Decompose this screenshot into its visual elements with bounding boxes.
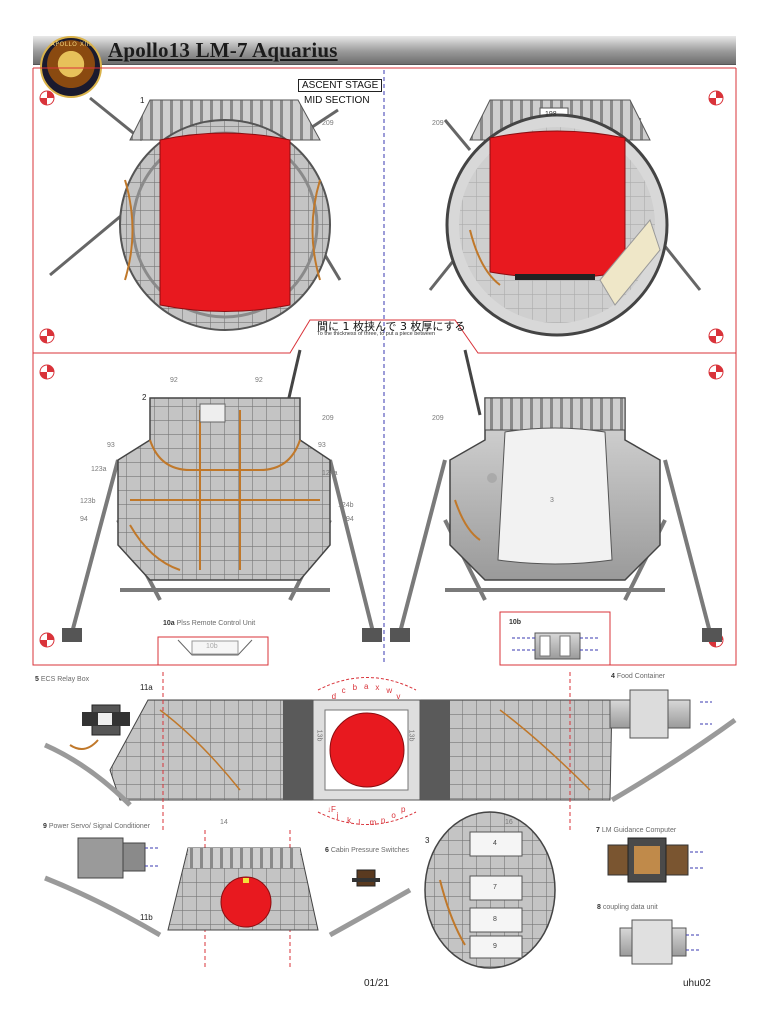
part-number-3: 3 xyxy=(425,836,430,845)
part-number-3: 3 xyxy=(550,497,554,504)
instruction-jp: 間に 1 枚挟んで 3 枚厚にする xyxy=(317,320,466,333)
part-11a-strip xyxy=(43,699,737,807)
tab-letter: p xyxy=(400,805,406,815)
part-3-ascent-stage-side-back xyxy=(390,349,722,642)
tab-letter: n xyxy=(380,815,386,825)
part-number-124b: 124b xyxy=(338,502,354,509)
part-number-11a: 11a xyxy=(140,683,153,692)
tab-letter: k xyxy=(347,815,352,825)
part-number-92: 92 xyxy=(170,377,178,384)
part-10b-label: 10b xyxy=(509,619,522,626)
part-number-14: 14 xyxy=(220,819,228,826)
part-number-92: 92 xyxy=(255,377,263,384)
part-3-oval-panel xyxy=(424,811,556,969)
cut-frame xyxy=(32,67,737,666)
part-number-2: 2 xyxy=(142,393,147,402)
header-bar xyxy=(33,36,736,65)
part-number-209: 209 xyxy=(432,415,444,422)
part-1-ascent-stage-back xyxy=(428,99,702,337)
part-number-1: 1 xyxy=(140,96,145,105)
doc-code: uhu02 xyxy=(683,978,711,989)
part-8-label: 8 coupling data unit xyxy=(597,904,658,911)
part-number-123b: 123b xyxy=(80,498,96,505)
part-11b-panel xyxy=(44,847,412,938)
part-number-123a: 123a xyxy=(91,466,107,473)
part-number-94: 94 xyxy=(80,516,88,523)
part-number-4: 4 xyxy=(493,840,497,847)
tab-arcs xyxy=(317,677,417,825)
part-number-11b: 11b xyxy=(140,913,153,922)
part-number-94: 94 xyxy=(346,516,354,523)
part-9-power-servo xyxy=(77,837,160,879)
part-number-209: 209 xyxy=(322,120,334,127)
part-number-7: 7 xyxy=(493,884,497,891)
part-5-label: 5 ECS Relay Box xyxy=(35,676,90,683)
part-10b xyxy=(512,632,600,660)
part-4-food-container xyxy=(609,689,712,739)
part-9-label: 9 Power Servo/ Signal Conditioner xyxy=(43,823,151,830)
part-number-198: 198 xyxy=(545,111,557,118)
part-number-16: 16 xyxy=(505,819,513,826)
part-6-label: 6 Cabin Pressure Switches xyxy=(325,847,410,854)
part-4-label: 4 Food Container xyxy=(611,673,666,680)
part-6-cabin-pressure-switches xyxy=(352,869,380,887)
part-number-209: 209 xyxy=(322,415,334,422)
part-number-124a: 124a xyxy=(322,470,338,477)
mid-section-label: MID SECTION xyxy=(304,95,370,106)
tab-letter: w xyxy=(386,686,393,696)
part-5-ecs-relay-box xyxy=(69,704,130,750)
part-2-ascent-stage-side xyxy=(62,349,382,642)
ascent-stage-label: ASCENT STAGE xyxy=(298,79,383,92)
part-number-209: 209 xyxy=(432,120,444,127)
part-10a xyxy=(177,639,253,656)
part-7-lm-guidance-computer xyxy=(607,837,705,883)
emblem-text: APOLLO XIII xyxy=(50,41,92,48)
tab-letter: a xyxy=(364,682,369,691)
part-number-93: 93 xyxy=(318,442,326,449)
part-number-93: 93 xyxy=(107,442,115,449)
page-number: 01/21 xyxy=(364,978,390,989)
part-number-9: 9 xyxy=(493,943,497,950)
tab-letter: l xyxy=(358,817,361,827)
tab-letter: b xyxy=(352,683,358,693)
tab-letter: d xyxy=(331,691,337,701)
tab-letter: x xyxy=(375,683,380,693)
tab-letter: ↓F xyxy=(327,805,336,815)
part-10a-tag: 10b xyxy=(206,643,218,650)
instruction-en: To the thickness of three, to put a piec… xyxy=(317,331,436,337)
part-1-ascent-stage-front xyxy=(49,96,342,331)
tab-letter: m xyxy=(369,817,377,827)
part-10a-label: 10a Plss Remote Control Unit xyxy=(163,620,256,627)
part-number-13b: 13b xyxy=(407,729,415,742)
part-number-8: 8 xyxy=(493,916,497,923)
tab-letter: v xyxy=(396,691,401,701)
part-number-13b: 13b xyxy=(315,729,323,742)
tab-letter: c xyxy=(341,686,346,696)
part-8-coupling-data-unit xyxy=(619,919,700,965)
tab-letter: j xyxy=(336,811,339,821)
apollo-13-emblem: APOLLO XIII xyxy=(40,36,102,98)
part-7-label: 7 LM Guidance Computer xyxy=(596,827,677,834)
tab-letter: o xyxy=(391,811,396,821)
page-title: Apollo13 LM-7 Aquarius xyxy=(108,38,338,62)
